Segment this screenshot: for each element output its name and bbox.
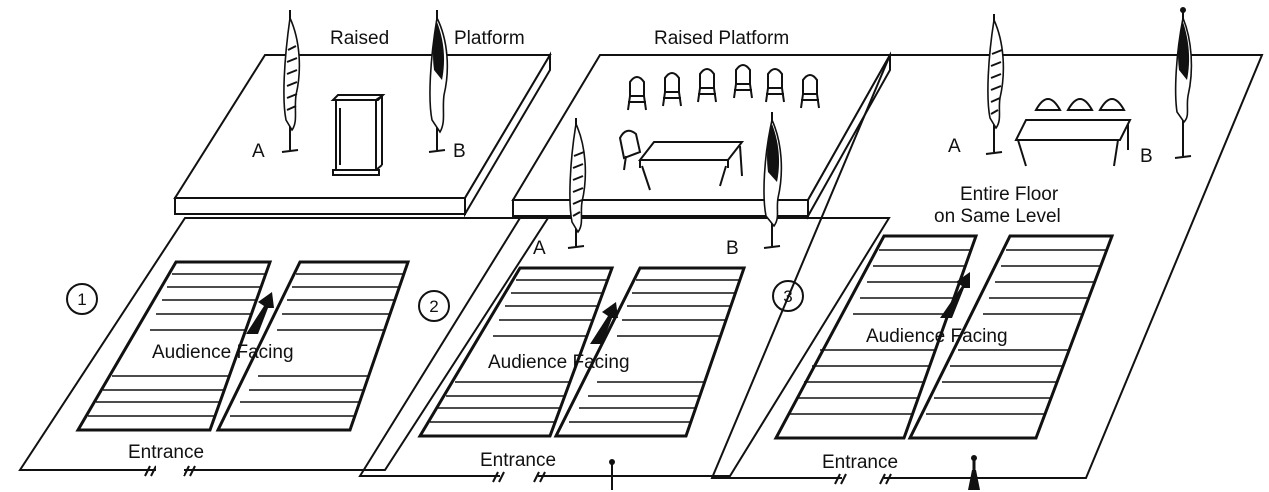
panel-2-number-badge — [418, 290, 450, 322]
panel-1-flag-a-label: A — [252, 141, 265, 162]
panel-1-audience-label: Audience Facing — [152, 342, 294, 363]
panel-1-flag-b-label: B — [453, 141, 466, 162]
panel-2-flag-b-icon — [763, 112, 783, 249]
panel-1: Raised Platform A B — [18, 10, 552, 477]
panel-2-flag-b-label: B — [726, 238, 739, 259]
panel-3-floor — [710, 54, 1264, 479]
panel-3-flag-stand-icon — [968, 455, 980, 490]
panel-2-flag-a-label: A — [533, 238, 546, 259]
panel-2-seating-right — [553, 266, 747, 438]
panel-1-flag-b-icon — [428, 10, 449, 153]
panel-3-audience-arrow-icon — [940, 272, 970, 318]
panel-2-audience-label: Audience Facing — [488, 352, 630, 373]
panel-2-number: 2 — [429, 297, 438, 316]
panel-2-platform-side — [807, 51, 891, 220]
panel-3-audience-label: Audience Facing — [866, 326, 1008, 347]
panel-2-flag-a-icon — [567, 118, 587, 249]
panel-1-entrance-label: Entrance — [128, 442, 204, 463]
panel-3-number: 3 — [783, 287, 792, 306]
panel-2-entrance-gap — [492, 471, 546, 483]
panel-1-seating-right — [215, 260, 411, 432]
panel-3-entrance-gap — [834, 473, 892, 485]
panel-3-flag-a-icon — [985, 14, 1005, 155]
panel-2: Raised Platform A — [358, 28, 892, 490]
panel-3-seating-right — [907, 234, 1115, 440]
panel-1-number-badge — [66, 283, 98, 315]
table-icon — [618, 129, 745, 191]
panel-1-platform-label-left: Raised — [330, 28, 389, 49]
panel-2-platform-label: Raised Platform — [654, 28, 789, 49]
panel-3-flag-a-label: A — [948, 136, 961, 157]
panel-1-platform-label-right: Platform — [454, 28, 525, 49]
panel-2-audience-arrow-icon — [590, 302, 618, 344]
panel-3-seating-left — [773, 234, 979, 440]
panel-2-entrance-label: Entrance — [480, 450, 556, 471]
panel-3-number-badge — [772, 280, 804, 312]
table-icon — [1014, 98, 1132, 167]
panel-3-floor-label-line1: Entire Floor — [960, 184, 1059, 205]
chair-icon — [627, 64, 820, 111]
panel-2-flag-stand-icon — [609, 459, 615, 490]
panel-1-platform-side — [464, 51, 551, 218]
panel-1-entrance-gap — [144, 465, 196, 477]
panel-3-entrance-label: Entrance — [822, 452, 898, 473]
panel-1-platform-edge — [174, 197, 466, 215]
panel-2-seating-left — [417, 266, 615, 438]
panel-2-floor — [358, 217, 891, 477]
panel-1-audience-arrow-icon — [246, 292, 274, 334]
panel-1-seating-left — [75, 260, 273, 432]
panel-1-flag-a-icon — [281, 10, 301, 153]
panel-3-floor-label-line2: on Same Level — [934, 206, 1061, 227]
panel-1-number: 1 — [77, 290, 86, 309]
lectern-icon — [330, 94, 386, 176]
panel-3: A B Entire Floor on Same Level — [710, 7, 1264, 490]
panel-3-flag-b-label: B — [1140, 146, 1153, 167]
panel-3-flag-b-icon — [1174, 7, 1193, 159]
